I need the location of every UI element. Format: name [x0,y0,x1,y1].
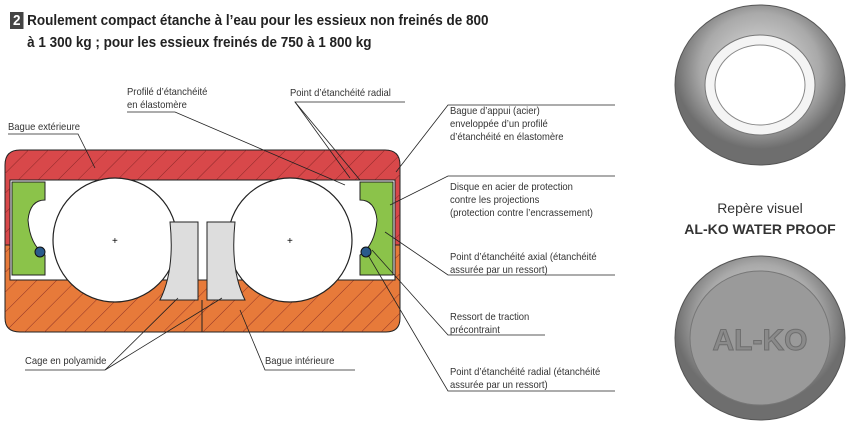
label-outer-ring: Bague extérieure [8,121,80,133]
caption-water-proof: AL-KO WATER PROOF [684,221,836,237]
alko-cap-photo: AL-KO [674,255,846,421]
label-cage: Cage en polyamide [25,355,107,367]
label-support-ring: Bague d’appui (acier)enveloppée d’un pro… [450,105,564,143]
caption-visual-mark: Repère visuel [717,200,803,216]
seal-right [359,181,394,276]
heading-line1: Roulement compact étanche à l’eau pour l… [27,12,489,29]
leader-lines [8,101,615,392]
section-number: 2 [10,12,24,29]
alko-logo: AL-KO [713,324,808,357]
svg-text:+: + [112,236,118,247]
seal-left [11,181,46,276]
label-radial-point: Point d’étanchéité radial [290,87,391,99]
svg-text:+: + [287,236,293,247]
heading-line2: à 1 300 kg ; pour les essieux freinés de… [27,34,372,51]
bearing-photo [674,4,846,166]
label-inner-ring: Bague intérieure [265,355,335,367]
cage [159,221,246,301]
